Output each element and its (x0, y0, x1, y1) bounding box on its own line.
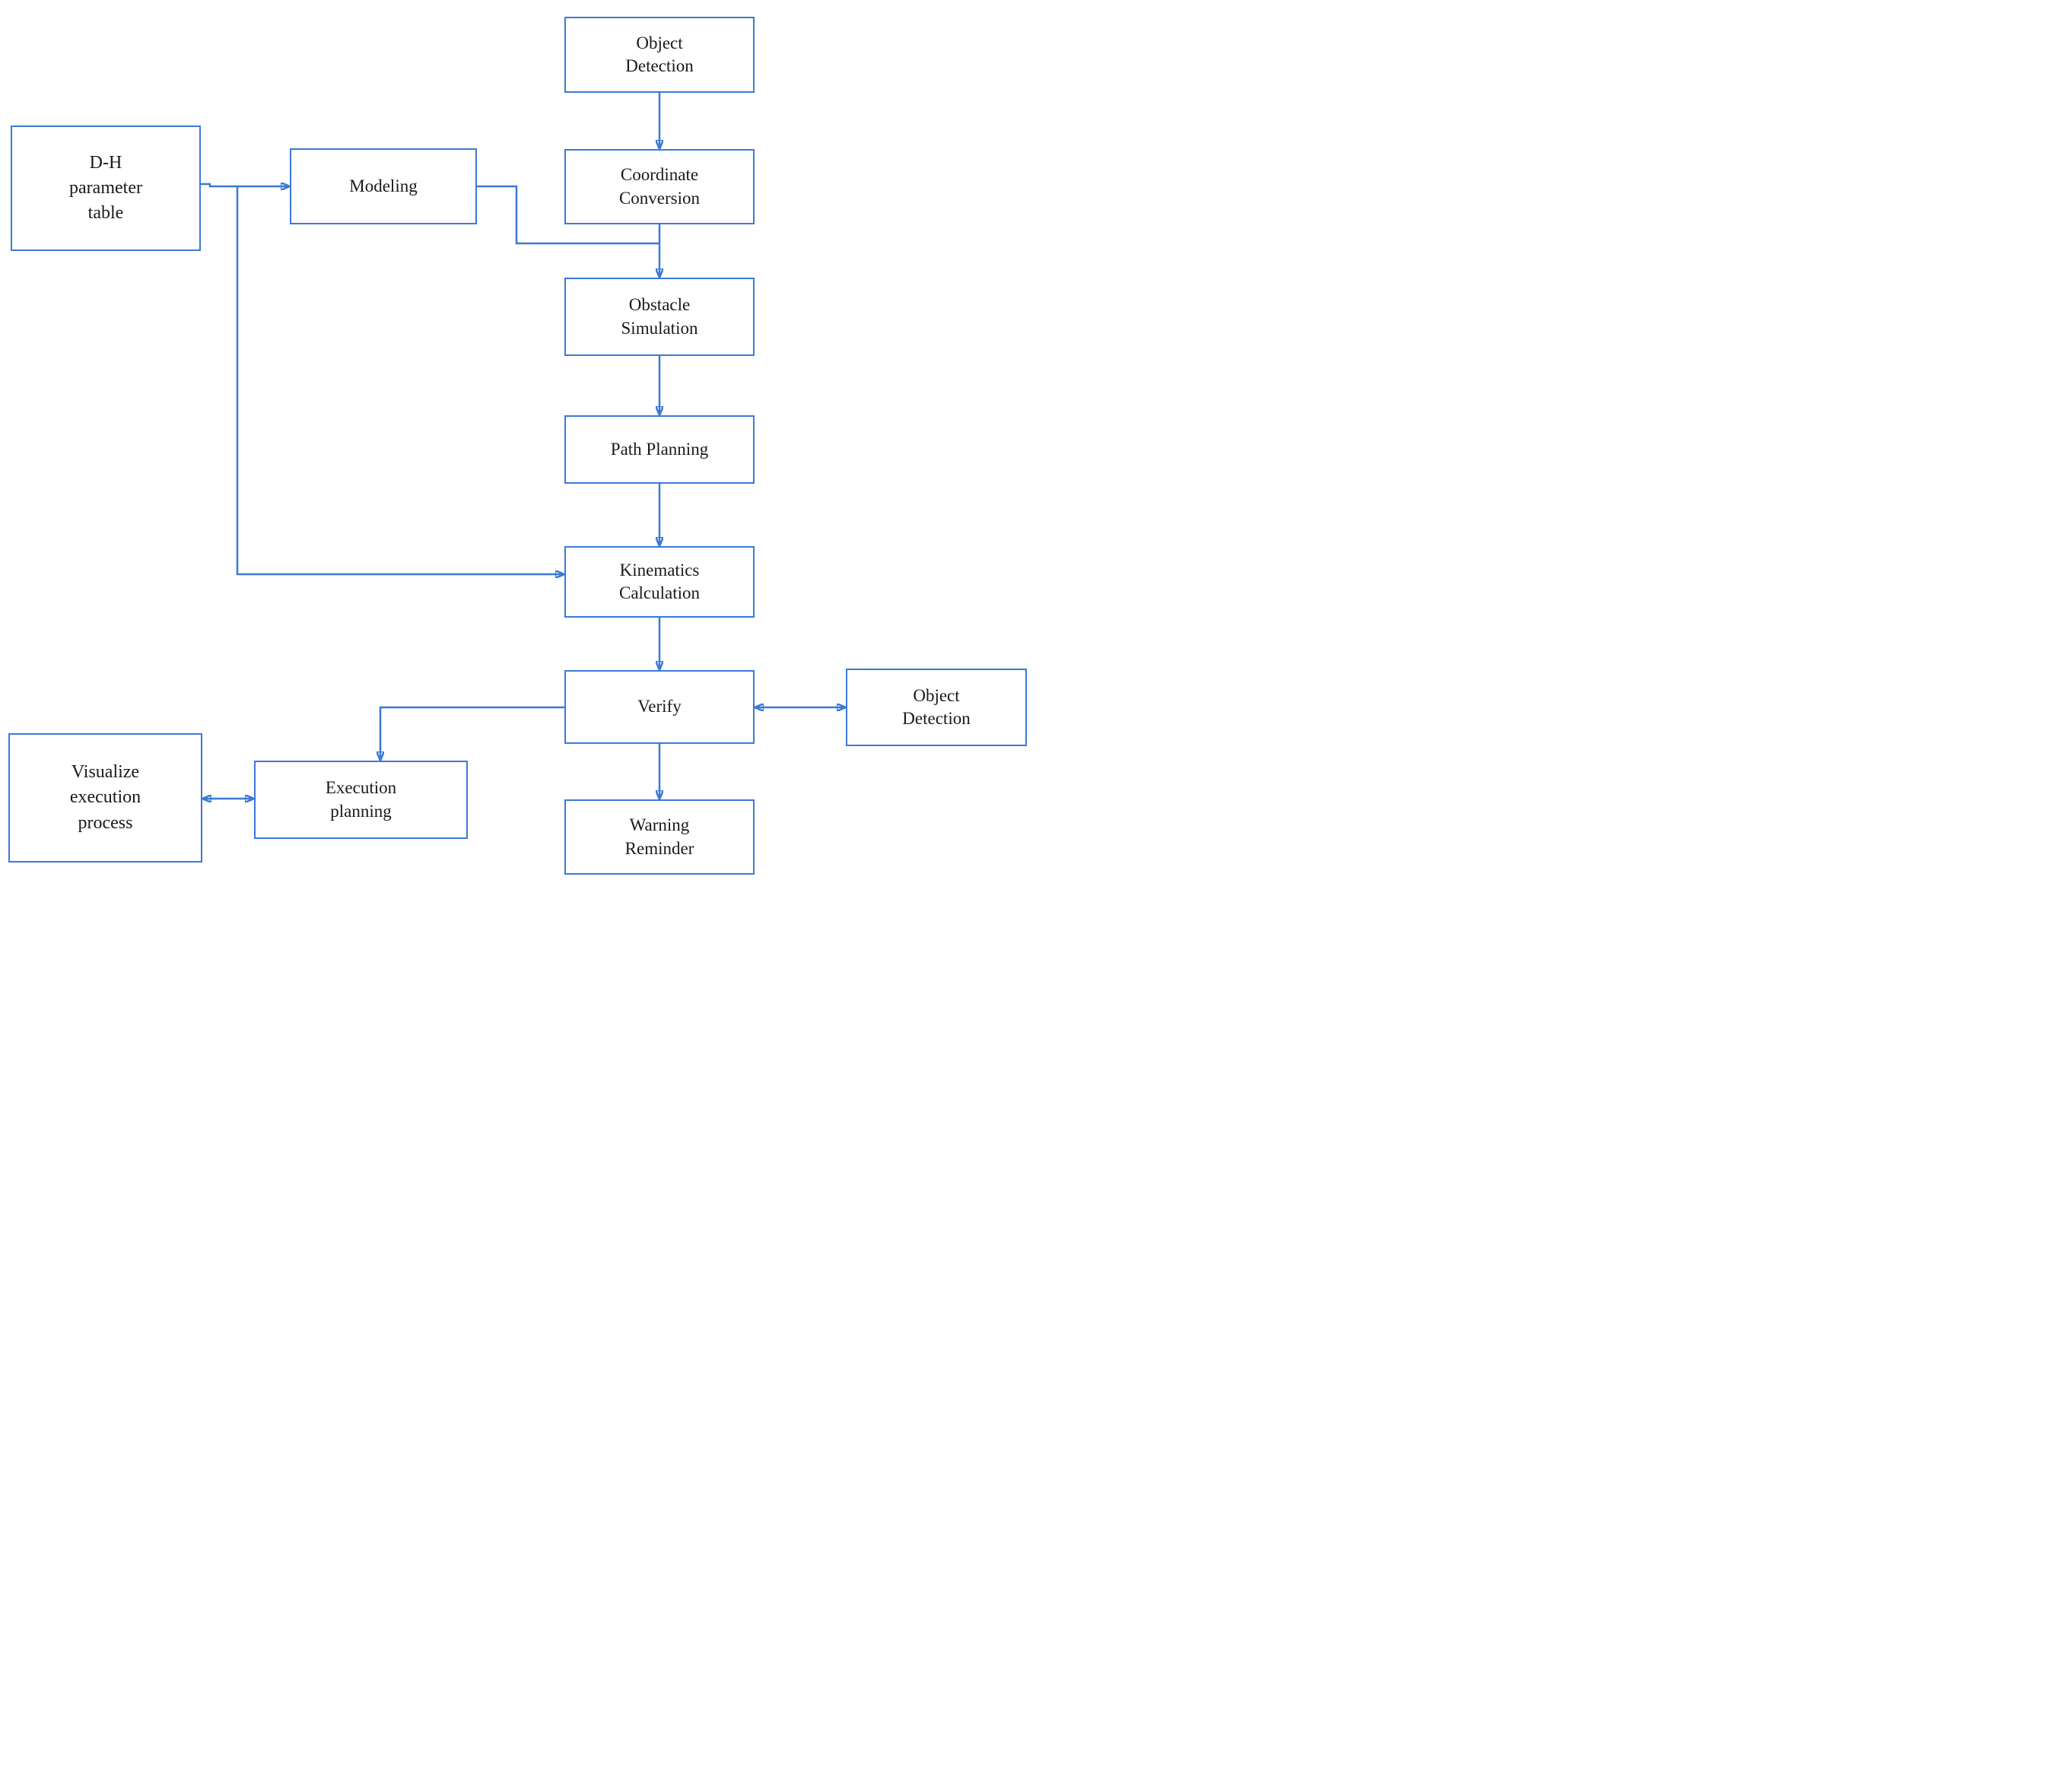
node-object-detection-right: Object Detection (846, 669, 1027, 746)
node-label: Visualize execution process (69, 762, 141, 833)
node-label: D-H parameter table (69, 152, 142, 224)
node-label: Coordinate Conversion (618, 165, 701, 208)
node-label: Obstacle Simulation (621, 295, 698, 338)
node-verify: Verify (564, 670, 755, 744)
node-execution-planning: Execution planning (254, 761, 468, 839)
node-dh-parameter-table: D-H parameter table (11, 125, 201, 251)
node-label: Object Detection (625, 33, 694, 75)
node-path-planning: Path Planning (564, 415, 755, 484)
edge-dh-table-branch-to-kinematics-calculation (236, 186, 564, 574)
node-label: Modeling (349, 176, 418, 195)
node-visualize-execution-process: Visualize execution process (8, 733, 202, 863)
node-label: Execution planning (325, 778, 397, 821)
node-obstacle-simulation: Obstacle Simulation (564, 278, 755, 356)
node-coordinate-conversion: Coordinate Conversion (564, 149, 755, 224)
node-object-detection-top: Object Detection (564, 17, 755, 93)
flowchart-canvas: Object Detection D-H parameter table Mod… (0, 0, 1036, 888)
node-kinematics-calculation: Kinematics Calculation (564, 546, 755, 618)
node-label: Kinematics Calculation (618, 560, 701, 602)
edge-verify-to-execution-planning (380, 706, 564, 761)
node-label: Verify (637, 697, 682, 716)
node-label: Warning Reminder (624, 815, 694, 858)
node-modeling: Modeling (290, 148, 477, 224)
node-warning-reminder: Warning Reminder (564, 799, 755, 875)
edge-dh-table-to-modeling (201, 184, 290, 186)
node-label: Object Detection (902, 685, 971, 728)
node-label: Path Planning (610, 439, 709, 459)
